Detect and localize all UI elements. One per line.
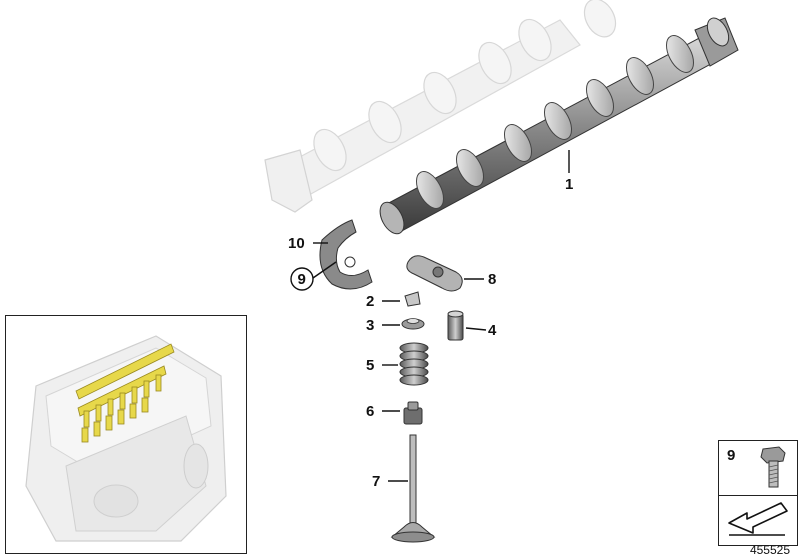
- sensor-wheel-part-10: [319, 219, 373, 290]
- engine-block-illustration: [25, 335, 227, 542]
- callout-2: 2: [366, 293, 374, 310]
- callout-7: 7: [372, 473, 380, 490]
- callout-1: 1: [565, 176, 573, 193]
- engine-overview-inset: [5, 315, 247, 554]
- legend-divider: [719, 495, 797, 496]
- valve-spring-part-5: [399, 342, 429, 386]
- spring-retainer-part-3: [401, 318, 425, 330]
- part-legend-box: 9: [718, 440, 798, 546]
- callout-8: 8: [488, 271, 496, 288]
- leader-lines: [312, 150, 570, 482]
- valve-keeper-part-2: [404, 291, 421, 307]
- document-number: 455525: [749, 543, 790, 557]
- rocker-arm-part-8: [406, 255, 463, 292]
- arrow-icon: [728, 502, 788, 536]
- camshaft: [379, 17, 739, 235]
- callout-6: 6: [366, 403, 374, 420]
- valve-part-7: [390, 434, 436, 543]
- callout-9: 9: [298, 271, 306, 288]
- hydraulic-lifter-part-4: [447, 310, 464, 341]
- callout-10: 10: [288, 235, 305, 252]
- callout-4: 4: [488, 322, 497, 339]
- bolt-icon: [760, 446, 786, 488]
- callout-labels: 1 2 3 4 5 6 7 8 10 9: [288, 176, 573, 490]
- ghost-camshaft: [264, 0, 617, 213]
- callout-3: 3: [366, 317, 374, 334]
- highlighted-valvetrain: [75, 343, 175, 443]
- callout-5: 5: [366, 357, 374, 374]
- valve-stem-seal-part-6: [403, 401, 423, 425]
- legend-part-number: 9: [727, 447, 736, 464]
- callout-9-circled: 9: [290, 267, 314, 291]
